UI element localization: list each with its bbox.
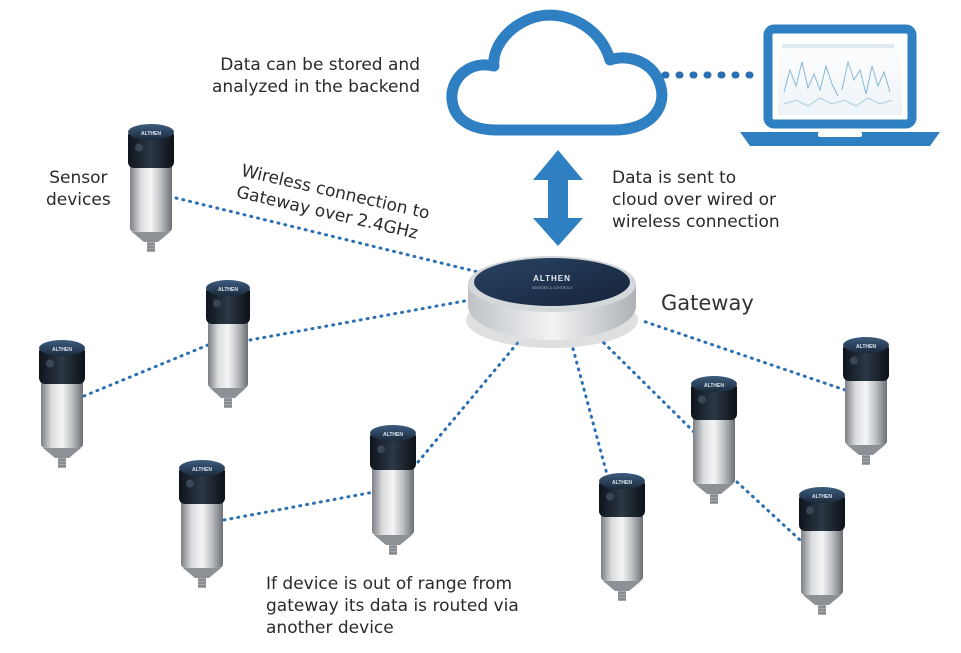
sensor-logo: ALTHEN [612, 480, 632, 486]
gateway-logo-sub: SENSORS & CONTROLS [532, 286, 574, 290]
sensor-logo: ALTHEN [218, 287, 238, 293]
label-backend: Data can be stored and analyzed in the b… [212, 55, 420, 97]
cloud-icon [446, 9, 668, 136]
sensor-devices: ALTHENALTHENALTHENALTHENALTHENALTHENALTH… [39, 124, 889, 615]
sensor-device: ALTHEN [179, 460, 225, 588]
link-sensor1-gateway [174, 196, 480, 274]
link-sensor2-gateway [248, 298, 472, 342]
sensor-device: ALTHEN [799, 487, 845, 615]
laptop-icon [740, 24, 940, 146]
sensor-logo: ALTHEN [812, 494, 832, 500]
sensor-logo: ALTHEN [856, 344, 876, 350]
wireless-links [82, 71, 847, 542]
link-sensor7-sensor9 [735, 480, 802, 542]
sensor-logo: ALTHEN [383, 432, 403, 438]
link-sensor7-gateway [601, 340, 696, 434]
sensor-device: ALTHEN [39, 340, 85, 468]
label-sensor-devices: Sensor devices [46, 168, 111, 210]
link-sensor4-sensor5 [222, 490, 376, 522]
link-sensor5-gateway [416, 338, 522, 464]
sensor-device: ALTHEN [691, 376, 737, 504]
sensor-logo: ALTHEN [192, 467, 212, 473]
sensor-logo: ALTHEN [52, 347, 72, 353]
double-arrow-icon [533, 150, 583, 246]
sensor-logo: ALTHEN [704, 383, 724, 389]
sensor-device: ALTHEN [206, 280, 250, 408]
sensor-device: ALTHEN [843, 337, 889, 465]
gateway-device: ALTHEN SENSORS & CONTROLS [466, 256, 638, 348]
sensor-device: ALTHEN [128, 124, 174, 252]
label-routing: If device is out of range from gateway i… [266, 574, 519, 638]
gateway-logo: ALTHEN [533, 274, 571, 283]
link-sensor3-sensor2 [82, 343, 210, 398]
label-cloud-send: Data is sent to cloud over wired or wire… [612, 168, 780, 232]
sensor-device: ALTHEN [599, 473, 645, 601]
link-sensor6-gateway [570, 343, 610, 480]
link-sensor8-gateway [638, 318, 847, 392]
sensor-logo: ALTHEN [141, 131, 161, 137]
sensor-device: ALTHEN [370, 425, 416, 555]
laptop-screen-chart [782, 44, 894, 107]
label-gateway: Gateway [661, 291, 754, 315]
